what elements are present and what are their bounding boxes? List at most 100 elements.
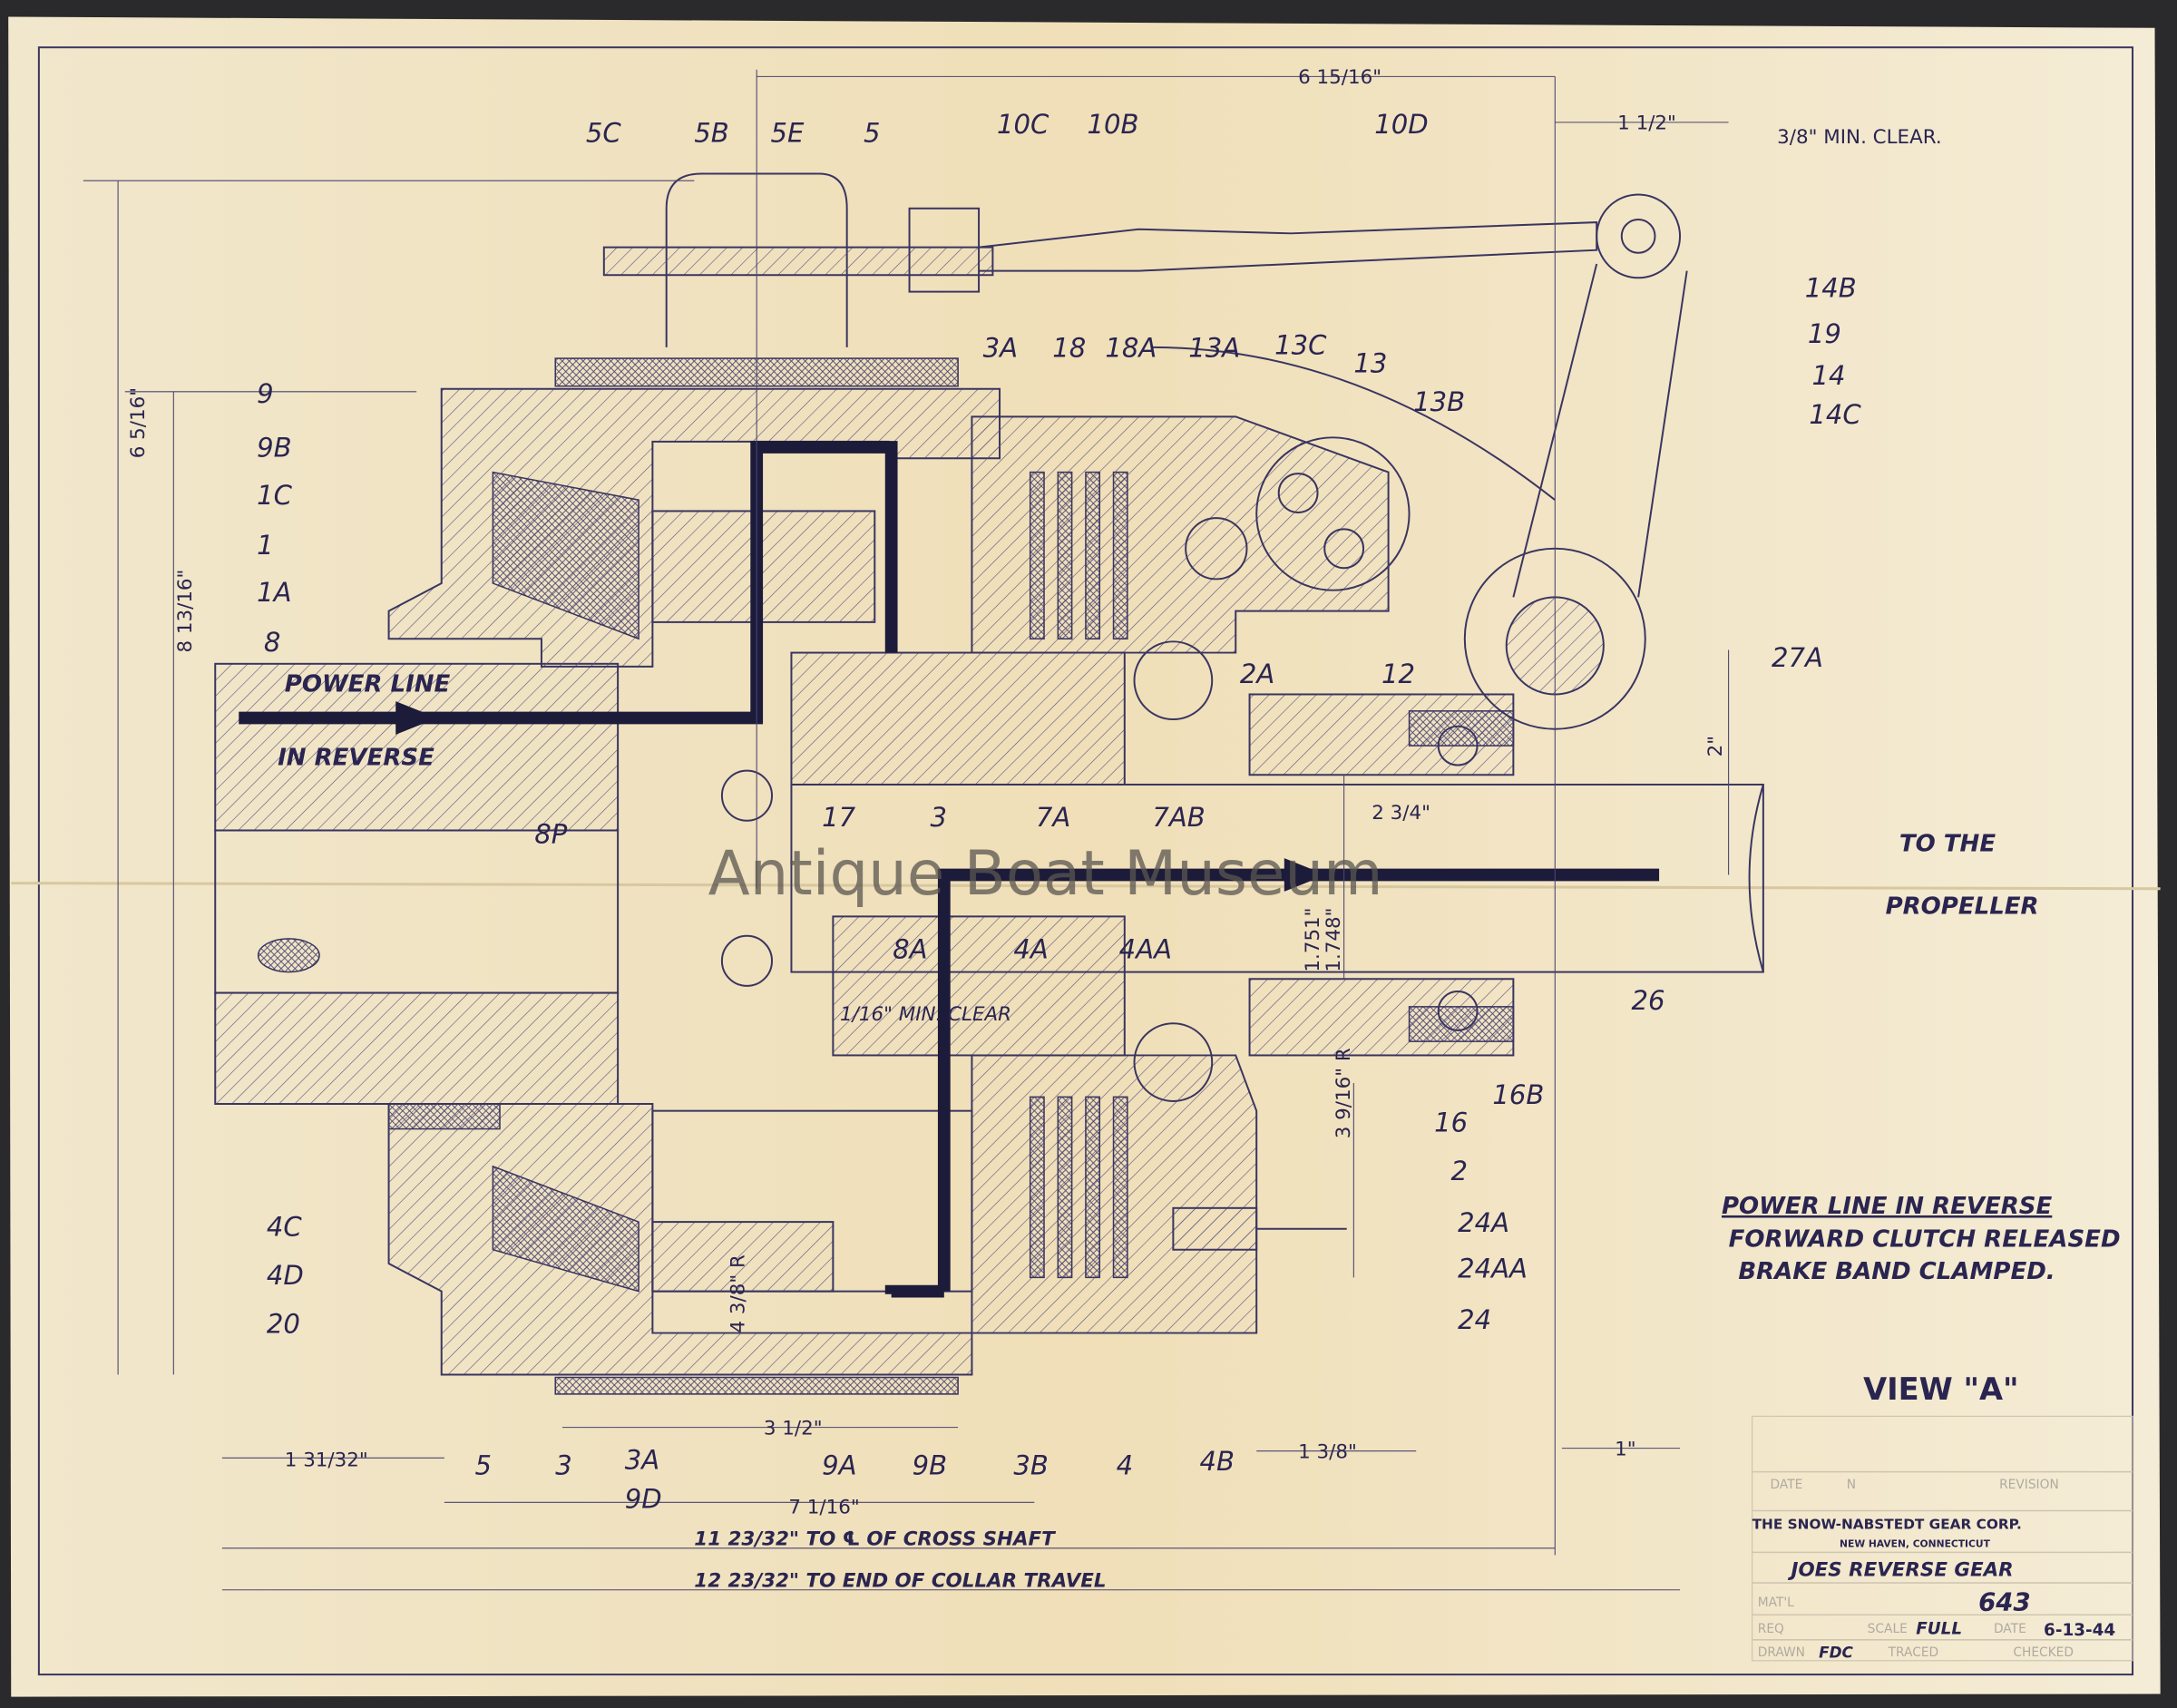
dim-7-1-16: 7 1/16" [788,1497,859,1519]
dim-6-15-16: 6 15/16" [1298,66,1381,89]
traced-label: TRACED [1888,1645,1939,1660]
callout-10B: 10B [1087,109,1138,140]
dimension-labels: 6 15/16" 1 1/2" 3/8" MIN. CLEAR. 6 5/16"… [127,66,1941,1593]
dim-8-13-16: 8 13/16" [174,570,197,653]
callout-8: 8 [264,627,281,658]
callout-20: 20 [267,1309,300,1340]
drawing-title: JOES REVERSE GEAR [1787,1558,2013,1581]
callout-17: 17 [822,802,856,833]
callout-16: 16 [1434,1108,1468,1138]
notes-heading: POWER LINE IN REVERSE [1722,1193,2053,1220]
fold-line [11,882,2161,891]
callout-3: 3 [931,802,948,833]
dim-6-5-16: 6 5/16" [127,387,150,458]
req-label: REQ [1758,1622,1784,1636]
callout-12: 12 [1381,659,1415,689]
callout-14: 14 [1811,360,1845,391]
dim-1-1-2: 1 1/2" [1617,112,1676,135]
drawn-label: DRAWN [1758,1645,1805,1660]
callout-18A: 18A [1105,333,1157,364]
dim-2-3-4: 2 3/4" [1372,802,1430,825]
notes-line-2: BRAKE BAND CLAMPED. [1738,1258,2055,1285]
callout-10C: 10C [997,109,1049,140]
company-name: THE SNOW-NABSTEDT GEAR CORP. [1752,1516,2022,1532]
title-block: VIEW "A" DATE N REVISION THE SNOW-NABSTE… [1752,1371,2133,1662]
dim-1751: 1.751" [1302,907,1324,971]
callout-5: 5 [864,117,881,148]
drawing-date: 6-13-44 [2044,1621,2115,1640]
callout-4A: 4A [1013,933,1048,964]
callout-18: 18 [1052,333,1086,364]
callout-5C: 5C [586,117,622,148]
matl-label: MAT'L [1758,1596,1794,1610]
propeller-label: PROPELLER [1886,893,2039,920]
dim-3-9-16-r: 3 9/16" R [1333,1048,1355,1138]
sheet-border [37,46,2134,1676]
callout-13: 13 [1353,347,1387,378]
dimension-lines [83,69,1730,1591]
date-header: DATE [1771,1478,1803,1492]
drawn-by: FDC [1819,1644,1853,1662]
callout-bottom-4B: 4B [1199,1446,1234,1477]
callout-4C: 4C [267,1211,303,1242]
power-line-label: POWER LINE [285,670,451,698]
callout-1A: 1A [257,577,291,608]
dim-1-16-min-clear: 1/16" MIN. CLEAR [840,1003,1011,1026]
clutch-plates [1029,471,1128,1279]
callout-bottom-3A: 3A [625,1445,659,1476]
callout-4AA: 4AA [1119,933,1172,964]
callout-bottom-9A: 9A [822,1450,856,1481]
callout-24AA: 24AA [1458,1253,1528,1283]
part-callouts: 5C 5B 5E 5 10C 10B 10D 14B 19 14 14C 27A… [257,109,1861,1514]
dim-1-31-32: 1 31/32" [285,1449,368,1472]
dim-4-3-8-r: 4 3/8" R [727,1254,749,1333]
callout-16B: 16B [1492,1079,1544,1110]
to-the-label: TO THE [1899,830,1996,857]
checked-label: CHECKED [2013,1645,2074,1660]
callout-bottom-3: 3 [555,1450,572,1481]
dim-to-cross-shaft: 11 23/32" TO ℄ OF CROSS SHAFT [694,1528,1057,1551]
callout-8A: 8A [893,933,927,964]
callout-4D: 4D [267,1260,304,1291]
callout-bottom-9D: 9D [625,1483,662,1514]
callout-bottom-9B: 9B [913,1450,947,1481]
callout-24A: 24A [1458,1207,1509,1238]
callout-bottom-3B: 3B [1013,1450,1048,1481]
dim-1-inch: 1" [1615,1438,1635,1460]
callout-5E: 5E [770,117,805,148]
callout-19: 19 [1808,318,1841,349]
dim-to-collar-travel: 12 23/32" TO END OF COLLAR TRAVEL [694,1570,1106,1593]
callout-14B: 14B [1805,273,1857,304]
callout-13B: 13B [1413,386,1465,417]
callout-1: 1 [257,530,274,561]
drawing-number: 643 [1978,1588,2031,1617]
watermark: Antique Boat Museum [708,837,1383,909]
callout-13C: 13C [1274,329,1327,360]
dim-3-8-min-clear: 3/8" MIN. CLEAR. [1777,126,1941,149]
callout-bottom-5: 5 [474,1450,492,1481]
propeller-shaft [790,783,1764,973]
callout-9: 9 [257,378,274,409]
callout-7A: 7A [1036,802,1070,833]
dim-1748: 1.748" [1323,907,1345,971]
callout-24: 24 [1458,1304,1491,1335]
callout-bottom-4: 4 [1117,1450,1134,1481]
notes-line-1: FORWARD CLUTCH RELEASED [1729,1226,2121,1254]
callout-2A: 2A [1240,659,1274,689]
scale-value: FULL [1916,1620,1962,1639]
callout-7AB: 7AB [1152,802,1205,833]
dim-2: 2" [1704,736,1727,756]
gear-assembly [214,172,1764,1395]
callout-9B: 9B [257,433,291,464]
power-line-arrow [1284,858,1326,892]
callout-8P: 8P [534,818,568,849]
power-line-arrow [395,701,438,735]
callout-5B: 5B [694,117,728,148]
view-label: VIEW "A" [1863,1371,2019,1407]
dim-3-1-2: 3 1/2" [764,1417,823,1440]
callout-14C: 14C [1809,399,1861,430]
dim-1-3-8: 1 3/8" [1298,1440,1357,1463]
company-city: NEW HAVEN, CONNECTICUT [1840,1537,1991,1549]
